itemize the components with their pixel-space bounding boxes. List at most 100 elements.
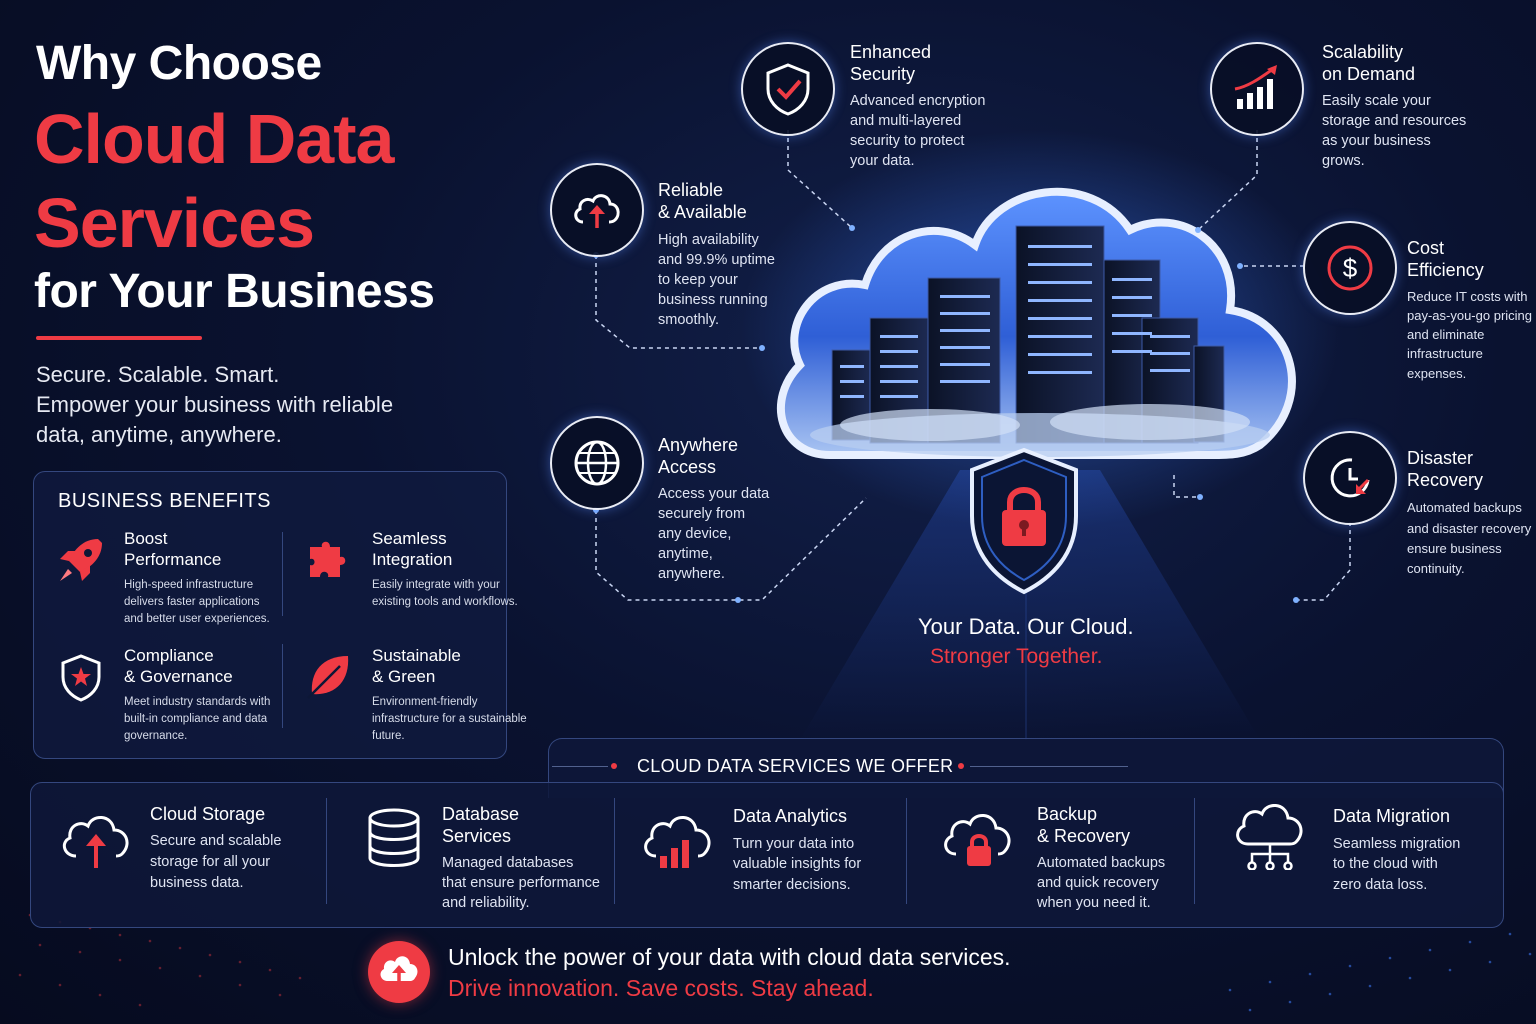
divider	[1194, 798, 1195, 904]
feature-title: Security	[850, 64, 916, 84]
benefit-description: Environment-friendly infrastructure for …	[372, 696, 527, 742]
feature-desc: security to protect	[850, 133, 965, 149]
feature-title: Reliable	[658, 180, 724, 200]
benefit-title: Integration	[372, 550, 453, 569]
svg-text:$: $	[1343, 253, 1358, 283]
feature-title: Efficiency	[1407, 260, 1484, 280]
feature-desc: smoothly.	[658, 312, 719, 328]
feature-desc: any device,	[658, 526, 732, 542]
intro-line2: Empower your business with reliable	[36, 392, 394, 417]
feature-desc: anywhere.	[658, 566, 725, 582]
feature-title: Cost	[1407, 238, 1445, 258]
divider	[906, 798, 907, 904]
cloud-illustration	[776, 187, 1296, 459]
feature-desc: grows.	[1322, 153, 1365, 169]
rocket-icon	[60, 539, 102, 581]
feature-desc: Advanced encryption	[850, 93, 986, 109]
divider	[282, 644, 283, 728]
divider	[614, 798, 615, 904]
service-database: Database Services Managed databases that…	[356, 796, 606, 918]
business-benefits-panel: BUSINESS BENEFITS Boost Performance High…	[33, 471, 527, 759]
benefit-seamless-integration: Seamless Integration Easily integrate wi…	[282, 529, 518, 629]
feature-desc: Easily scale your	[1322, 93, 1431, 109]
service-title: Data Analytics	[733, 806, 848, 826]
service-desc: when you need it.	[1037, 895, 1151, 911]
feature-desc: infrastructure	[1407, 346, 1483, 361]
cloud-analytics-icon	[644, 816, 711, 868]
feature-title: on Demand	[1322, 64, 1416, 84]
heading-dot	[611, 763, 617, 769]
cloud-network-icon	[1236, 804, 1303, 870]
service-title: Backup	[1037, 804, 1098, 824]
shield-lock-icon	[970, 447, 1078, 595]
service-desc: storage for all your	[150, 854, 271, 870]
service-desc: Turn your data into	[733, 836, 855, 852]
services-heading: CLOUD DATA SERVICES WE OFFER	[637, 756, 954, 776]
feature-desc: to keep your	[658, 272, 738, 288]
feature-desc: Access your data	[658, 486, 770, 502]
benefit-title: & Governance	[124, 667, 233, 686]
tagline-line2: Stronger Together.	[930, 645, 1103, 668]
feature-desc: and multi-layered	[850, 113, 962, 129]
divider	[282, 532, 283, 616]
cloud-lock-icon	[944, 814, 1011, 866]
feature-desc: Automated backups	[1407, 500, 1522, 515]
benefit-title: Boost	[124, 529, 168, 548]
cta-badge	[368, 941, 430, 1003]
feature-desc: anytime,	[658, 546, 713, 562]
benefit-title: & Green	[372, 667, 436, 686]
feature-desc: securely from	[658, 506, 746, 522]
benefit-title: Compliance	[124, 646, 214, 665]
cloud-upload-icon	[62, 816, 129, 868]
feature-desc: and 99.9% uptime	[658, 252, 775, 268]
feature-disaster-circle	[1303, 431, 1397, 525]
service-desc: valuable insights for	[733, 856, 862, 872]
feature-title: Anywhere	[658, 435, 739, 455]
hero-title-line4: for Your Business	[34, 265, 435, 318]
growth-chart-icon	[1234, 65, 1277, 109]
shield-check-icon	[766, 63, 810, 116]
service-desc: that ensure performance	[442, 875, 600, 891]
feature-desc: Reduce IT costs with	[1407, 289, 1528, 304]
feature-title: Enhanced	[850, 42, 932, 62]
feature-desc: and disaster recovery	[1407, 521, 1532, 536]
globe-icon	[574, 440, 620, 486]
tagline-line1: Your Data. Our Cloud.	[918, 614, 1134, 639]
service-desc: business data.	[150, 875, 244, 891]
cloud-upload-icon	[380, 956, 418, 985]
intro-line3: data, anytime, anywhere.	[36, 422, 282, 447]
benefit-description: High-speed infrastructure delivers faste…	[124, 579, 270, 625]
intro-line1: Secure. Scalable. Smart.	[36, 362, 280, 387]
cloud-upload-icon	[574, 194, 620, 228]
benefits-title: BUSINESS BENEFITS	[58, 490, 271, 512]
divider	[326, 798, 327, 904]
feature-desc: storage and resources	[1322, 113, 1467, 129]
service-title: Services	[442, 826, 512, 846]
title-underline	[36, 336, 202, 340]
shield-check-icon	[61, 654, 101, 702]
benefit-compliance-governance: Compliance & Governance Meet industry st…	[34, 646, 270, 746]
benefit-description: Easily integrate with your existing tool…	[372, 579, 518, 608]
hero-title-line3: Services	[34, 184, 315, 262]
service-desc: and quick recovery	[1037, 875, 1159, 891]
benefit-title: Performance	[124, 550, 222, 569]
service-desc: and reliability.	[442, 895, 530, 911]
feature-cost-circle: $	[1303, 221, 1397, 315]
feature-access-circle	[550, 416, 644, 510]
benefit-boost-performance: Boost Performance High-speed infrastruct…	[34, 529, 270, 629]
hero-title-line2: Cloud Data	[34, 100, 394, 178]
feature-desc: expenses.	[1407, 366, 1467, 381]
benefit-description: Meet industry standards with built-in co…	[124, 696, 271, 742]
feature-title: Scalability	[1322, 42, 1404, 62]
service-title: Database	[442, 804, 520, 824]
feature-desc: pay-as-you-go pricing	[1407, 308, 1533, 323]
feature-desc: High availability	[658, 232, 759, 248]
service-desc: zero data loss.	[1333, 877, 1428, 893]
database-icon	[368, 808, 420, 867]
feature-desc: continuity.	[1407, 561, 1465, 576]
feature-desc: as your business	[1322, 133, 1431, 149]
cta-line2: Drive innovation. Save costs. Stay ahead…	[448, 975, 874, 1001]
service-desc: Secure and scalable	[150, 833, 282, 849]
service-desc: to the cloud with	[1333, 856, 1438, 872]
feature-desc: your data.	[850, 153, 915, 169]
